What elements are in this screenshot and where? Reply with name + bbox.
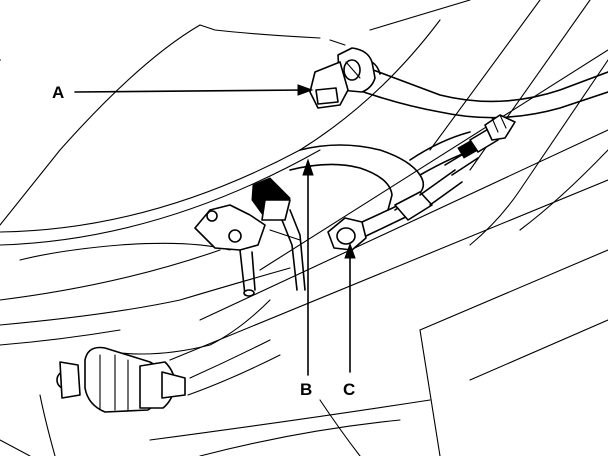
callout-a: A [52,83,314,102]
callout-b-label: B [300,380,312,399]
callout-a-label: A [52,83,64,102]
callout-c-label: C [343,380,355,399]
callout-b-arrowhead [302,158,314,176]
connector-a [309,47,381,109]
callout-a-leader-line [74,89,306,93]
callout-c: C [343,242,356,399]
callout-a-arrowhead [297,84,314,96]
connector-c [327,169,463,251]
callout-c-arrowhead [344,242,356,259]
bracket-clamp [194,177,306,297]
callout-b: B [300,158,314,399]
pump-unit [56,339,281,413]
right-fittings [444,114,516,176]
main-hose [289,64,608,211]
